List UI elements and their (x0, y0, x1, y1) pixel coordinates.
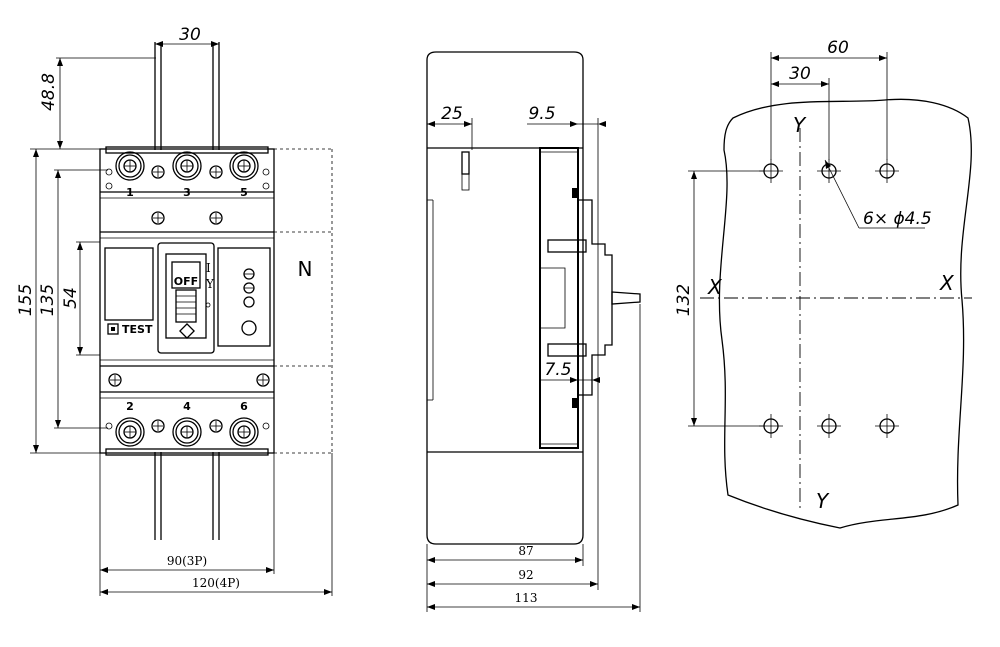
svg-text:30: 30 (789, 64, 811, 84)
svg-text:155: 155 (16, 284, 36, 316)
dimension-face-offset: 9.5 (527, 104, 606, 590)
dimension-span-inner: 30 (771, 64, 830, 160)
dimension-step: 7.5 (540, 360, 600, 383)
breaker-body (99, 148, 275, 454)
svg-text:Y: Y (205, 277, 215, 291)
neutral-pole-label: N (298, 257, 313, 281)
dimension-span-outer: 60 (770, 38, 888, 160)
handle-off-label: OFF (174, 275, 198, 288)
test-button: TEST (107, 323, 153, 336)
dimension-overall-height: 155 (16, 148, 100, 454)
breaker-body-side (539, 147, 579, 449)
dimension-mounting-height: 135 (38, 169, 108, 429)
dimension-window-height: 54 (61, 241, 100, 356)
dimension-overall-depth: 113 (427, 304, 641, 612)
handle-toggle (175, 289, 197, 323)
svg-text:I: I (206, 261, 211, 275)
svg-text:7.5: 7.5 (544, 360, 571, 380)
hole-callout: 6× ϕ4.5 (824, 159, 932, 229)
trip-window (104, 247, 154, 321)
svg-text:87: 87 (518, 544, 533, 558)
svg-text:120(4P): 120(4P) (192, 576, 240, 590)
svg-text:54: 54 (61, 287, 81, 309)
svg-text:132: 132 (674, 284, 694, 316)
svg-text:90(3P): 90(3P) (167, 554, 207, 568)
svg-text:92: 92 (518, 568, 533, 582)
axis-label-y-top: Y (793, 113, 807, 137)
terminal-lug (115, 151, 145, 181)
terminal-label-1: 1 (126, 186, 134, 199)
adjustment-panel (217, 247, 271, 347)
svg-text:48.8: 48.8 (39, 73, 59, 111)
terminal-lug (115, 417, 145, 447)
terminal-label-4: 4 (183, 400, 191, 413)
svg-text:30: 30 (179, 25, 201, 45)
dimension-lead-length: 48.8 (39, 57, 156, 149)
terminal-label-6: 6 (240, 400, 248, 413)
side-view: 25 9.5 7.5 87 (426, 51, 641, 612)
axis-label-x-right: X (939, 271, 955, 295)
terminal-label-2: 2 (126, 400, 134, 413)
dimension-width-4p: 120(4P) (100, 453, 333, 596)
panel-outline (718, 98, 972, 529)
dimension-terminal-pitch: 30 (155, 25, 219, 47)
axis-label-y-bottom: Y (816, 489, 830, 513)
svg-text:TEST: TEST (122, 323, 153, 336)
mounting-hole (874, 413, 900, 439)
terminal-label-3: 3 (183, 186, 191, 199)
svg-text:9.5: 9.5 (528, 104, 555, 124)
terminal-label-5: 5 (240, 186, 248, 199)
svg-text:113: 113 (515, 591, 538, 605)
dimension-body-depth: 87 (426, 544, 584, 612)
mounting-view: Y Y X X 60 30 132 (674, 38, 972, 529)
svg-text:6× ϕ4.5: 6× ϕ4.5 (863, 209, 932, 229)
terminal-cover-outline (426, 51, 584, 545)
dimension-vertical-span: 132 (674, 170, 764, 427)
svg-text:60: 60 (827, 38, 849, 58)
mounting-hole (816, 158, 842, 184)
svg-text:25: 25 (441, 104, 463, 124)
terminal-lug (229, 417, 259, 447)
dimension-width-3p: 90(3P) (99, 453, 275, 596)
dimension-depth-to-face: 92 (427, 568, 598, 587)
mounting-hole (816, 413, 842, 439)
svg-text:135: 135 (38, 284, 58, 316)
front-view: 1 3 5 TEST OFF I Y (16, 25, 333, 596)
mounting-hole (874, 158, 900, 184)
handle-side (611, 291, 641, 305)
dimension-terminal-offset: 25 (427, 104, 473, 150)
handle-housing (157, 242, 215, 354)
terminal-lug (172, 151, 202, 181)
terminal-lug (229, 151, 259, 181)
terminal-lug (172, 417, 202, 447)
axis-label-x-left: X (707, 275, 723, 299)
